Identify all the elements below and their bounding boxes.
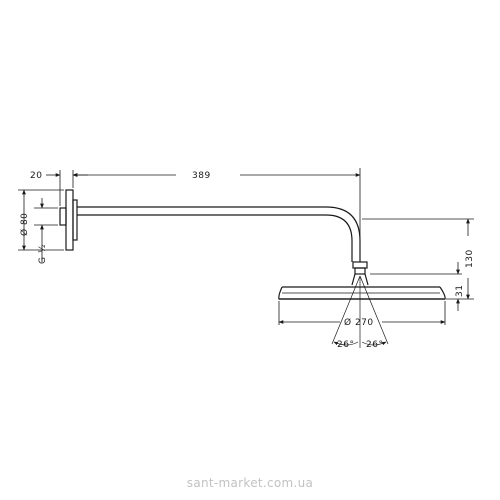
dim-label-flange-diameter: Ø 80	[19, 213, 30, 236]
wall-flange	[59, 189, 78, 251]
shower-arm	[77, 206, 361, 262]
dim-thread	[34, 198, 58, 262]
dim-label-height-drop: 130	[465, 249, 475, 268]
dim-height-drop	[362, 218, 474, 300]
dim-head-height	[370, 262, 462, 311]
dim-head-diameter	[278, 301, 446, 325]
tilt-angle-lines	[331, 275, 389, 348]
dim-label-tilt-right: 26°	[366, 340, 383, 350]
dim-label-tilt-left: 26°	[337, 340, 354, 350]
dim-label-flange-depth: 20	[30, 171, 42, 181]
dim-arm-length	[72, 168, 361, 238]
dim-label-arm-length: 389	[192, 171, 211, 181]
ball-joint	[351, 261, 369, 286]
dim-label-head-height: 31	[455, 285, 465, 297]
shower-head	[278, 286, 446, 300]
dim-label-head-diameter: Ø 270	[344, 317, 374, 328]
watermark: sant-market.com.ua	[186, 476, 314, 490]
dim-label-thread: G ½	[38, 244, 48, 264]
dim-flange-diameter	[18, 189, 64, 251]
